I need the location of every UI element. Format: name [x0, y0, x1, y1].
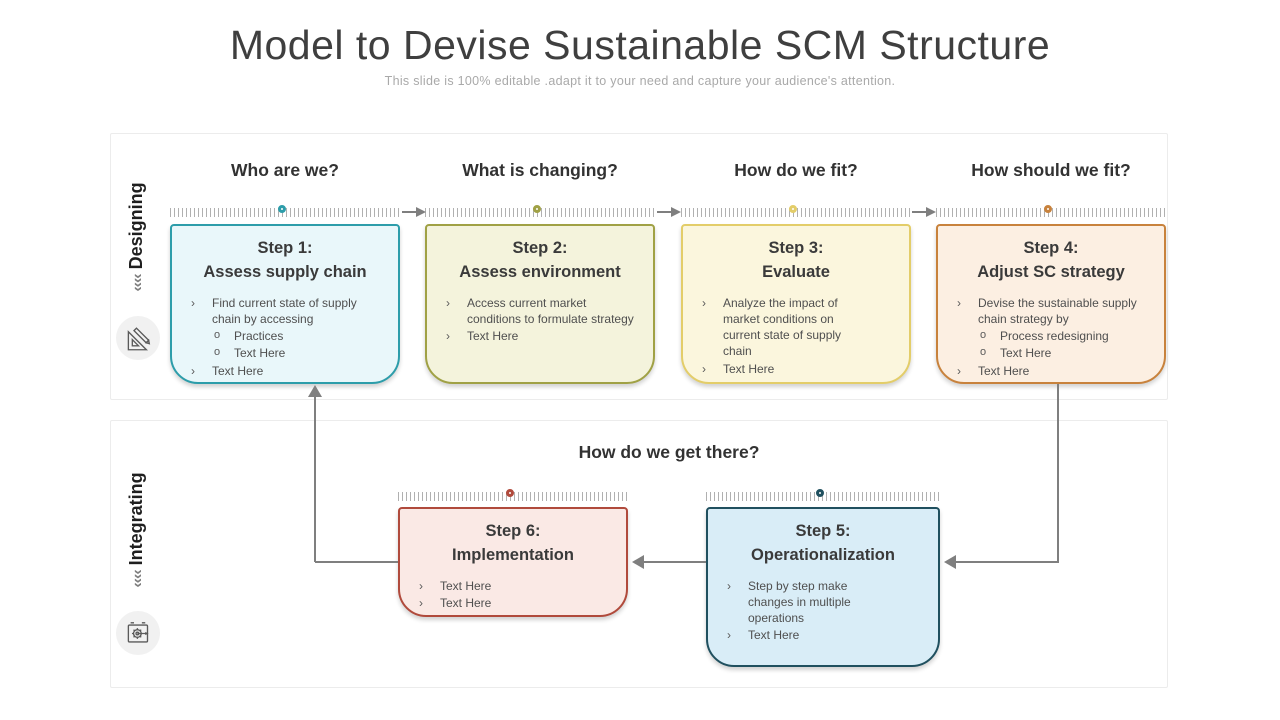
designing-label-text: Designing [126, 182, 146, 270]
step6-bullets: ›Text Here ›Text Here [416, 578, 614, 611]
milestone-circle-step3 [789, 205, 797, 213]
step2-title: Step 2: Assess environment [459, 239, 621, 281]
arrow-left-icon [632, 555, 644, 569]
step5-bullets: ›Step by step make changes in multiple o… [724, 578, 890, 644]
chevrons-icon: ‹‹‹‹ [129, 570, 146, 588]
step4-box: Step 4: Adjust SC strategy ›Devise the s… [936, 224, 1166, 384]
step6-box: Step 6: Implementation ›Text Here ›Text … [398, 507, 628, 617]
arrow-right-icon [671, 206, 681, 217]
step3-title: Step 3: Evaluate [762, 239, 830, 281]
arrow-up-icon [308, 385, 322, 397]
integrating-label: ‹‹‹‹ Integrating [126, 440, 150, 620]
question-how-should-we-fit: How should we fit? [971, 160, 1131, 180]
integrating-panel [110, 420, 1168, 688]
step4-title: Step 4: Adjust SC strategy [977, 239, 1125, 281]
timeline-arrow [657, 211, 673, 213]
step2-box: Step 2: Assess environment ›Access curre… [425, 224, 655, 384]
milestone-circle-step2 [533, 205, 541, 213]
milestone-circle-step4 [1044, 205, 1052, 213]
connector-step4-to-step5 [1057, 384, 1059, 563]
timeline-ticks [398, 492, 628, 501]
page-subtitle: This slide is 100% editable .adapt it to… [384, 74, 896, 88]
connector-step4-to-step5 [956, 561, 1059, 563]
timeline-ticks [706, 492, 940, 501]
step1-title: Step 1: Assess supply chain [203, 239, 367, 281]
step3-box: Step 3: Evaluate ›Analyze the impact of … [681, 224, 911, 384]
list-item: ›Devise the sustainable supply chain str… [957, 295, 1137, 327]
connector-step6-to-step1 [314, 397, 316, 562]
step5-title: Step 5: Operationalization [751, 522, 895, 564]
arrow-left-icon [944, 555, 956, 569]
list-item: ›Text Here [727, 628, 800, 643]
connector-step6-to-step1 [315, 561, 398, 563]
list-item: ›Text Here [191, 363, 264, 378]
set-square-pencil-icon [116, 316, 160, 360]
milestone-circle-step1 [278, 205, 286, 213]
page-title: Model to Devise Sustainable SCM Structur… [229, 22, 1051, 68]
timeline-ticks [681, 208, 911, 217]
integrating-label-text: Integrating [126, 472, 146, 566]
timeline-ticks [170, 208, 400, 217]
step3-bullets: ›Analyze the impact of market conditions… [699, 295, 861, 377]
question-how-do-we-fit: How do we fit? [734, 160, 858, 180]
gear-document-icon [116, 611, 160, 655]
list-item: ›Find current state of supply chain by a… [191, 295, 357, 327]
chevrons-icon: ‹‹‹‹ [129, 274, 146, 292]
connector-step5-to-step6 [644, 561, 706, 563]
list-item: ›Analyze the impact of market conditions… [702, 295, 842, 359]
list-item: ›Access current market conditions to for… [446, 295, 634, 327]
list-item: ›Text Here [419, 578, 492, 593]
step4-bullets: ›Devise the sustainable supply chain str… [954, 295, 1152, 379]
step6-title: Step 6: Implementation [452, 522, 574, 564]
arrow-right-icon [926, 206, 936, 217]
timeline-arrow [912, 211, 928, 213]
step2-bullets: ›Access current market conditions to for… [443, 295, 641, 345]
question-how-do-we-get-there: How do we get there? [578, 442, 760, 462]
timeline-ticks [425, 208, 655, 217]
milestone-circle-step5 [816, 489, 824, 497]
designing-label: ‹‹‹‹ Designing [126, 147, 150, 327]
step1-box: Step 1: Assess supply chain ›Find curren… [170, 224, 400, 384]
timeline-arrow [402, 211, 418, 213]
list-item: ›Text Here [702, 361, 775, 376]
step1-bullets: ›Find current state of supply chain by a… [188, 295, 386, 379]
milestone-circle-step6 [506, 489, 514, 497]
question-what-is-changing: What is changing? [462, 160, 618, 180]
question-who-are-we: Who are we? [231, 160, 339, 180]
list-item: ›Text Here [419, 596, 492, 611]
list-item: ›Step by step make changes in multiple o… [727, 578, 851, 626]
timeline-ticks [936, 208, 1166, 217]
step5-box: Step 5: Operationalization ›Step by step… [706, 507, 940, 667]
list-item: ›Text Here [957, 363, 1030, 378]
arrow-right-icon [416, 206, 426, 217]
list-item: ›Text Here [446, 329, 519, 344]
